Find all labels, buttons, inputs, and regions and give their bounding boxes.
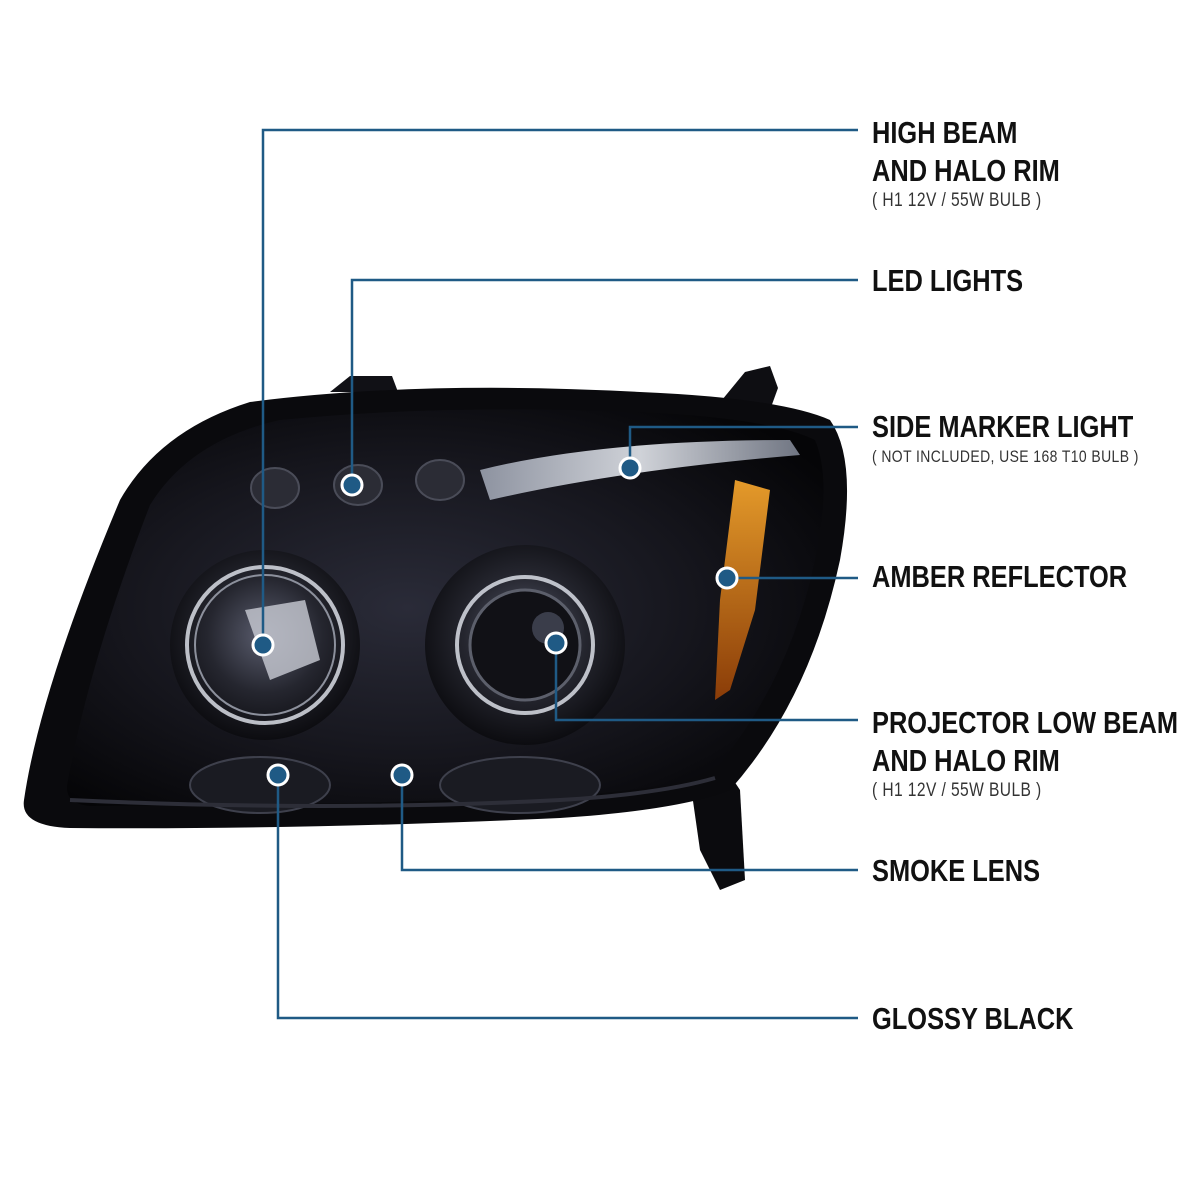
leader-smoke-lens — [400, 775, 858, 872]
top-clip-left — [330, 376, 398, 392]
label-smoke-lens: SMOKE LENS — [872, 852, 1040, 890]
leader-side-marker — [628, 425, 858, 468]
high-beam-halo-inner — [194, 574, 336, 716]
label-side-marker: SIDE MARKER LIGHT ( NOT INCLUDED, USE 16… — [872, 408, 1139, 468]
leader-low-beam — [554, 643, 858, 722]
label-title: LED LIGHTS — [872, 263, 1024, 298]
dot-smoke-lens — [390, 763, 414, 787]
label-low-beam: PROJECTOR LOW BEAM AND HALO RIM ( H1 12V… — [872, 704, 1178, 802]
label-title: AND HALO RIM — [872, 743, 1060, 778]
label-glossy-black: GLOSSY BLACK — [872, 1000, 1074, 1038]
dot-high-beam — [251, 633, 275, 657]
low-beam-halo — [455, 575, 595, 715]
label-high-beam: HIGH BEAM AND HALO RIM ( H1 12V / 55W BU… — [872, 114, 1060, 212]
leader-high-beam — [261, 128, 858, 645]
leader-led-lights — [350, 278, 858, 485]
label-note: ( H1 12V / 55W BULB ) — [872, 780, 1042, 801]
label-title: AND HALO RIM — [872, 153, 1060, 188]
label-led-lights: LED LIGHTS — [872, 262, 1023, 300]
label-title: SIDE MARKER LIGHT — [872, 409, 1134, 444]
amber-reflector-shape — [715, 480, 770, 700]
high-beam-halo — [185, 565, 345, 725]
dot-amber — [715, 566, 739, 590]
label-title: HIGH BEAM — [872, 115, 1018, 150]
label-amber-reflector: AMBER REFLECTOR — [872, 558, 1127, 596]
label-note: ( NOT INCLUDED, USE 168 T10 BULB ) — [872, 447, 1139, 466]
label-title: AMBER REFLECTOR — [872, 559, 1128, 594]
top-clip-right — [722, 366, 778, 410]
label-title: PROJECTOR LOW BEAM — [872, 705, 1179, 740]
dot-low-beam — [544, 631, 568, 655]
label-note: ( H1 12V / 55W BULB ) — [872, 190, 1042, 211]
lens-bottom-edge — [69, 776, 716, 808]
led-bulb-3 — [415, 459, 465, 501]
lower-reflector-left — [189, 756, 331, 814]
dot-led-lights — [340, 473, 364, 497]
leader-glossy-black — [276, 775, 858, 1020]
dot-side-marker — [618, 456, 642, 480]
dot-glossy-black — [266, 763, 290, 787]
label-title: GLOSSY BLACK — [872, 1001, 1074, 1036]
label-title: SMOKE LENS — [872, 853, 1041, 888]
